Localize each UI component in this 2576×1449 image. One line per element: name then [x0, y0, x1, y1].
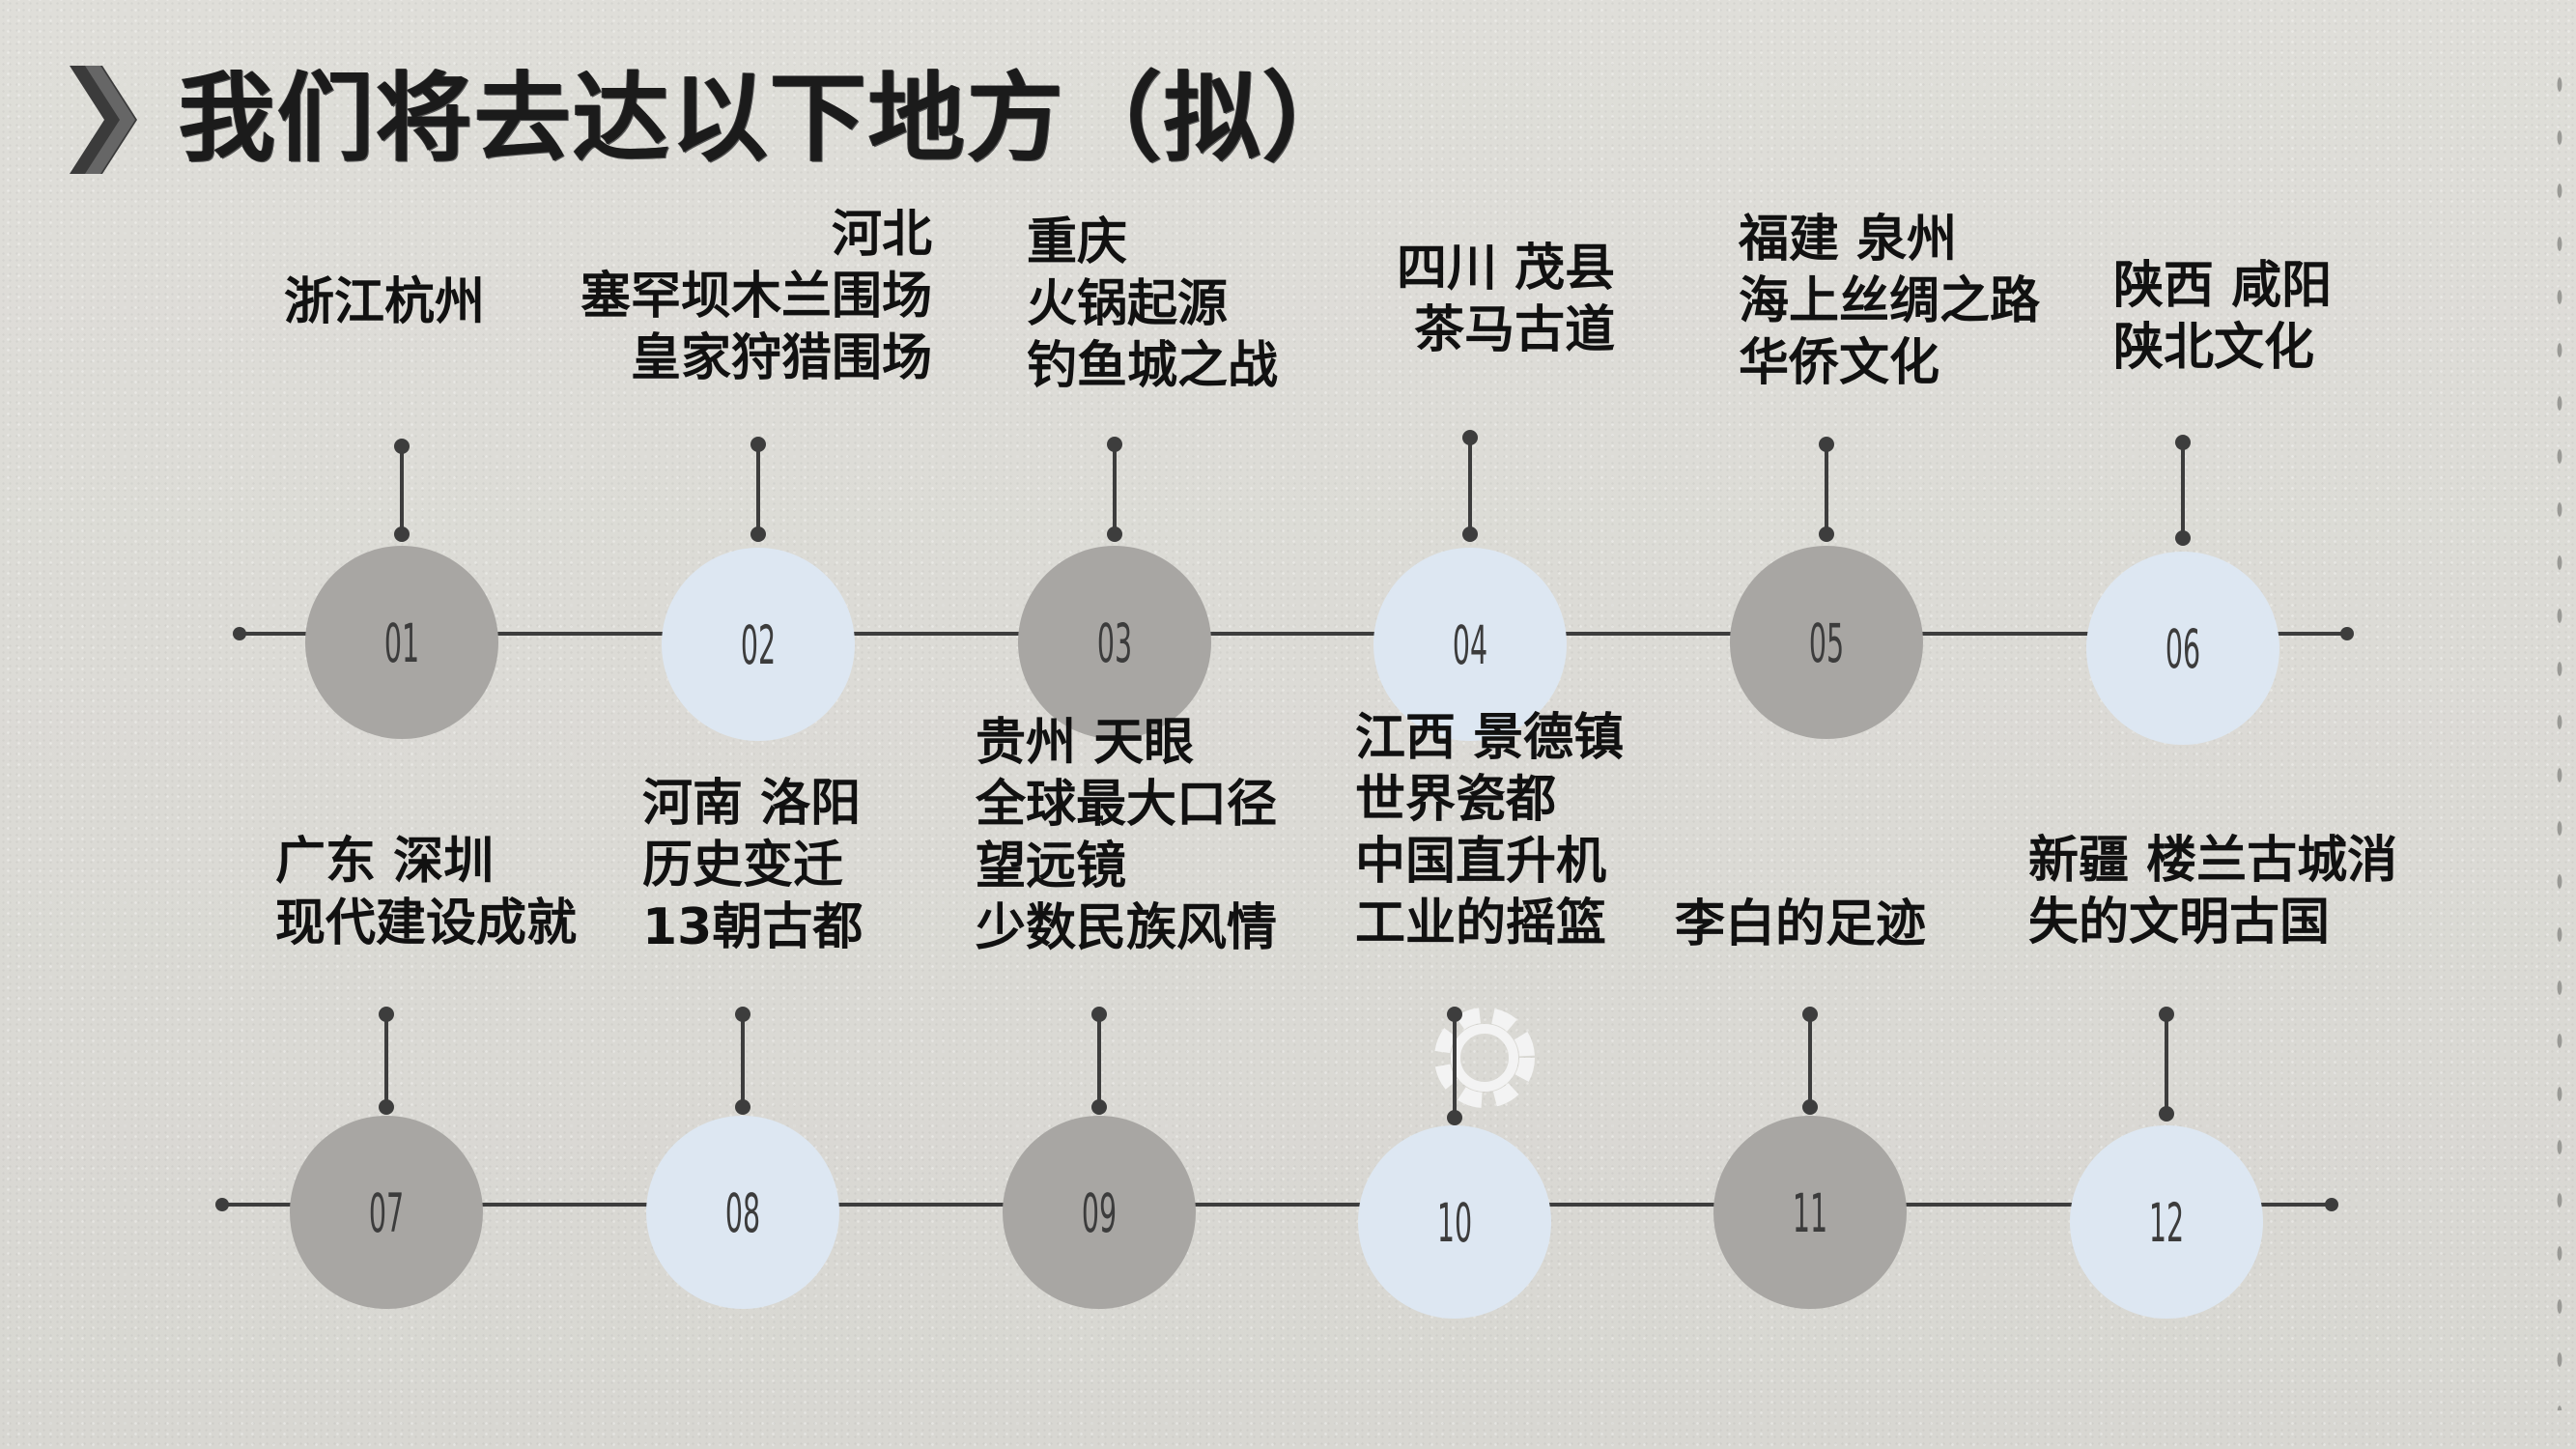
- stop-label-line: 茶马古道: [1414, 301, 1616, 359]
- stop-label-line: 望远镜: [976, 838, 1127, 895]
- stop-label-line: 皇家狩猎围场: [631, 329, 933, 387]
- stop-circle: [646, 1116, 839, 1309]
- stop-label-line: 福建 泉州: [1739, 211, 1958, 269]
- stop-label-line: 火锅起源: [1027, 275, 1229, 333]
- stop-number: 05: [1809, 612, 1844, 675]
- stop-label-line: 华侨文化: [1739, 334, 1940, 392]
- stop-label-line: 失的文明古国: [2028, 894, 2331, 952]
- stop-circle: [305, 546, 498, 739]
- connector-dot: [1447, 1110, 1462, 1125]
- connector-dot: [2175, 530, 2191, 546]
- stop-label-line: 贵州 天眼: [976, 714, 1195, 772]
- stop-label-line: 历史变迁: [642, 837, 844, 895]
- connector-dot: [2159, 1007, 2174, 1022]
- stop-label-line: 河北: [832, 206, 933, 264]
- stop-label: 河北塞罕坝木兰围场皇家狩猎围场: [580, 204, 932, 389]
- stop-number: 10: [1437, 1192, 1472, 1255]
- connector-dot: [1091, 1099, 1107, 1115]
- stop-circle: [1003, 1116, 1196, 1309]
- stop-label: 浙江杭州: [284, 271, 485, 333]
- stop-label-line: 全球最大口径: [976, 776, 1278, 834]
- stop-label-line: 河南 洛阳: [642, 775, 862, 833]
- stop-label-line: 江西 景德镇: [1355, 709, 1625, 767]
- stop-label-line: 现代建设成就: [275, 895, 578, 952]
- connector-dot: [1462, 430, 1478, 445]
- stop-label-line: 四川 茂县: [1397, 240, 1616, 298]
- stop-number: 09: [1082, 1182, 1117, 1245]
- connector-dot: [735, 1099, 750, 1115]
- stop-number: 08: [725, 1182, 760, 1245]
- connector-dot: [1802, 1099, 1818, 1115]
- stop-label-line: 浙江杭州: [284, 273, 486, 331]
- connector-dot: [1819, 526, 1834, 542]
- stop-circle: [1358, 1125, 1551, 1319]
- stop-label-line: 广东 深圳: [275, 833, 495, 891]
- stop-label: 广东 深圳现代建设成就: [275, 831, 577, 954]
- stop-number: 11: [1793, 1182, 1827, 1245]
- connector-dot: [1107, 526, 1122, 542]
- stop-number: 06: [2166, 618, 2200, 681]
- timeline-end-dot: [233, 627, 246, 640]
- stop-number: 07: [369, 1182, 404, 1245]
- stop-label: 陕西 咸阳陕北文化: [2113, 255, 2332, 379]
- page-title: 我们将去达以下地方（拟）: [179, 61, 1361, 175]
- stop-label: 贵州 天眼全球最大口径望远镜少数民族风情: [976, 712, 1277, 959]
- stop-label-line: 13朝古都: [642, 898, 863, 956]
- stop-label-line: 重庆: [1027, 213, 1128, 271]
- connector-dot: [1462, 526, 1478, 542]
- stop-label-line: 世界瓷都: [1355, 771, 1557, 829]
- stop-label: 福建 泉州海上丝绸之路华侨文化: [1739, 209, 2040, 394]
- stop-circle: [1730, 546, 1923, 739]
- connector-dot: [2159, 1106, 2174, 1122]
- connector-dot: [379, 1099, 394, 1115]
- connector-dot: [1091, 1007, 1107, 1022]
- stop-circle: [1373, 548, 1567, 741]
- stop-label: 重庆火锅起源钓鱼城之战: [1027, 212, 1278, 397]
- connector-dot: [1802, 1007, 1818, 1022]
- stop-label-line: 少数民族风情: [976, 899, 1278, 957]
- stop-label-line: 钓鱼城之战: [1027, 337, 1279, 395]
- connector-dot: [750, 526, 766, 542]
- stop-label: 四川 茂县茶马古道: [1397, 238, 1615, 361]
- stop-number: 12: [2149, 1192, 2184, 1255]
- stop-label-line: 李白的足迹: [1675, 895, 1927, 953]
- decorative-dots: [2551, 58, 2568, 1410]
- stop-label-line: 工业的摇篮: [1355, 895, 1607, 952]
- stop-label: 江西 景德镇世界瓷都中国直升机工业的摇篮: [1355, 707, 1624, 954]
- stop-number: 03: [1097, 612, 1132, 675]
- stop-circle: [290, 1116, 483, 1309]
- connector-dot: [379, 1007, 394, 1022]
- stop-number: 01: [384, 612, 419, 675]
- stop-label-line: 新疆 楼兰古城消: [2028, 832, 2398, 890]
- connector-dot: [750, 437, 766, 452]
- stop-number: 04: [1453, 614, 1487, 677]
- stop-number: 02: [741, 614, 776, 677]
- stop-label-line: 陕西 咸阳: [2113, 257, 2333, 315]
- stop-label-line: 海上丝绸之路: [1739, 272, 2041, 330]
- timeline-end-dot: [2340, 627, 2354, 640]
- stop-label: 李白的足迹: [1675, 894, 1926, 955]
- connector-dot: [1107, 437, 1122, 452]
- stop-circle: [1713, 1116, 1907, 1309]
- connector-dot: [735, 1007, 750, 1022]
- connector-dot: [394, 439, 410, 454]
- stop-circle: [2086, 552, 2279, 745]
- stop-label-line: 陕北文化: [2113, 319, 2315, 377]
- connector-dot: [1819, 437, 1834, 452]
- stop-circle: [662, 548, 855, 741]
- connector-dot: [2175, 435, 2191, 450]
- timeline-end-dot: [2325, 1198, 2338, 1211]
- stop-label: 新疆 楼兰古城消失的文明古国: [2028, 830, 2397, 953]
- stop-label-line: 中国直升机: [1355, 833, 1607, 891]
- stop-circle: [2070, 1125, 2263, 1319]
- chevron-right-icon: [70, 66, 137, 174]
- connector-dot: [1447, 1007, 1462, 1022]
- timeline-end-dot: [215, 1198, 229, 1211]
- connector-dot: [394, 526, 410, 542]
- stop-label-line: 塞罕坝木兰围场: [580, 268, 933, 326]
- stop-circle: [1018, 546, 1211, 739]
